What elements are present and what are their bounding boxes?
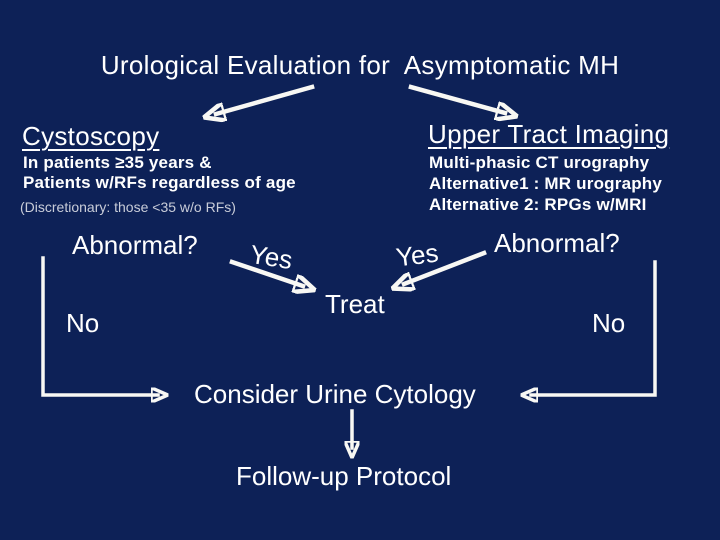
upper-tract-line3: Alternative 2: RPGs w/MRI [429,195,647,214]
abnormal-question-right: Abnormal? [494,228,620,258]
abnormal-question-left: Abnormal? [72,230,198,260]
no-label-left: No [66,308,100,338]
yes-label-left: Yes [247,238,295,276]
arrow-title-to-upper-tract-icon [408,84,505,113]
slide-title: Urological Evaluation for Asymptomatic M… [100,50,620,80]
upper-tract-heading: Upper Tract Imaging [428,119,670,149]
cystoscopy-discretionary-note: (Discretionary: those <35 w/o RFs) [20,199,236,215]
arrow-yes-left-to-treat-icon [229,259,303,286]
arrow-yes-right-to-treat-icon [404,250,487,284]
treat-node: Treat [325,289,385,319]
upper-tract-line2: Alternative1 : MR urography [429,174,663,193]
no-label-right: No [592,308,626,338]
followup-protocol-node: Follow-up Protocol [236,461,452,491]
upper-tract-line1: Multi-phasic CT urography [429,153,650,172]
cystoscopy-criteria-line1: In patients ≥35 years & [23,153,212,172]
connector-no-right-to-cytology-icon [531,260,657,395]
yes-label-right: Yes [394,237,441,273]
arrow-title-to-cystoscopy-icon [216,84,315,114]
connector-no-left-to-cytology-icon [41,256,158,395]
cystoscopy-criteria-line2: Patients w/RFs regardless of age [23,173,296,192]
consider-urine-cytology-node: Consider Urine Cytology [194,379,476,409]
cystoscopy-heading: Cystoscopy [22,121,160,151]
